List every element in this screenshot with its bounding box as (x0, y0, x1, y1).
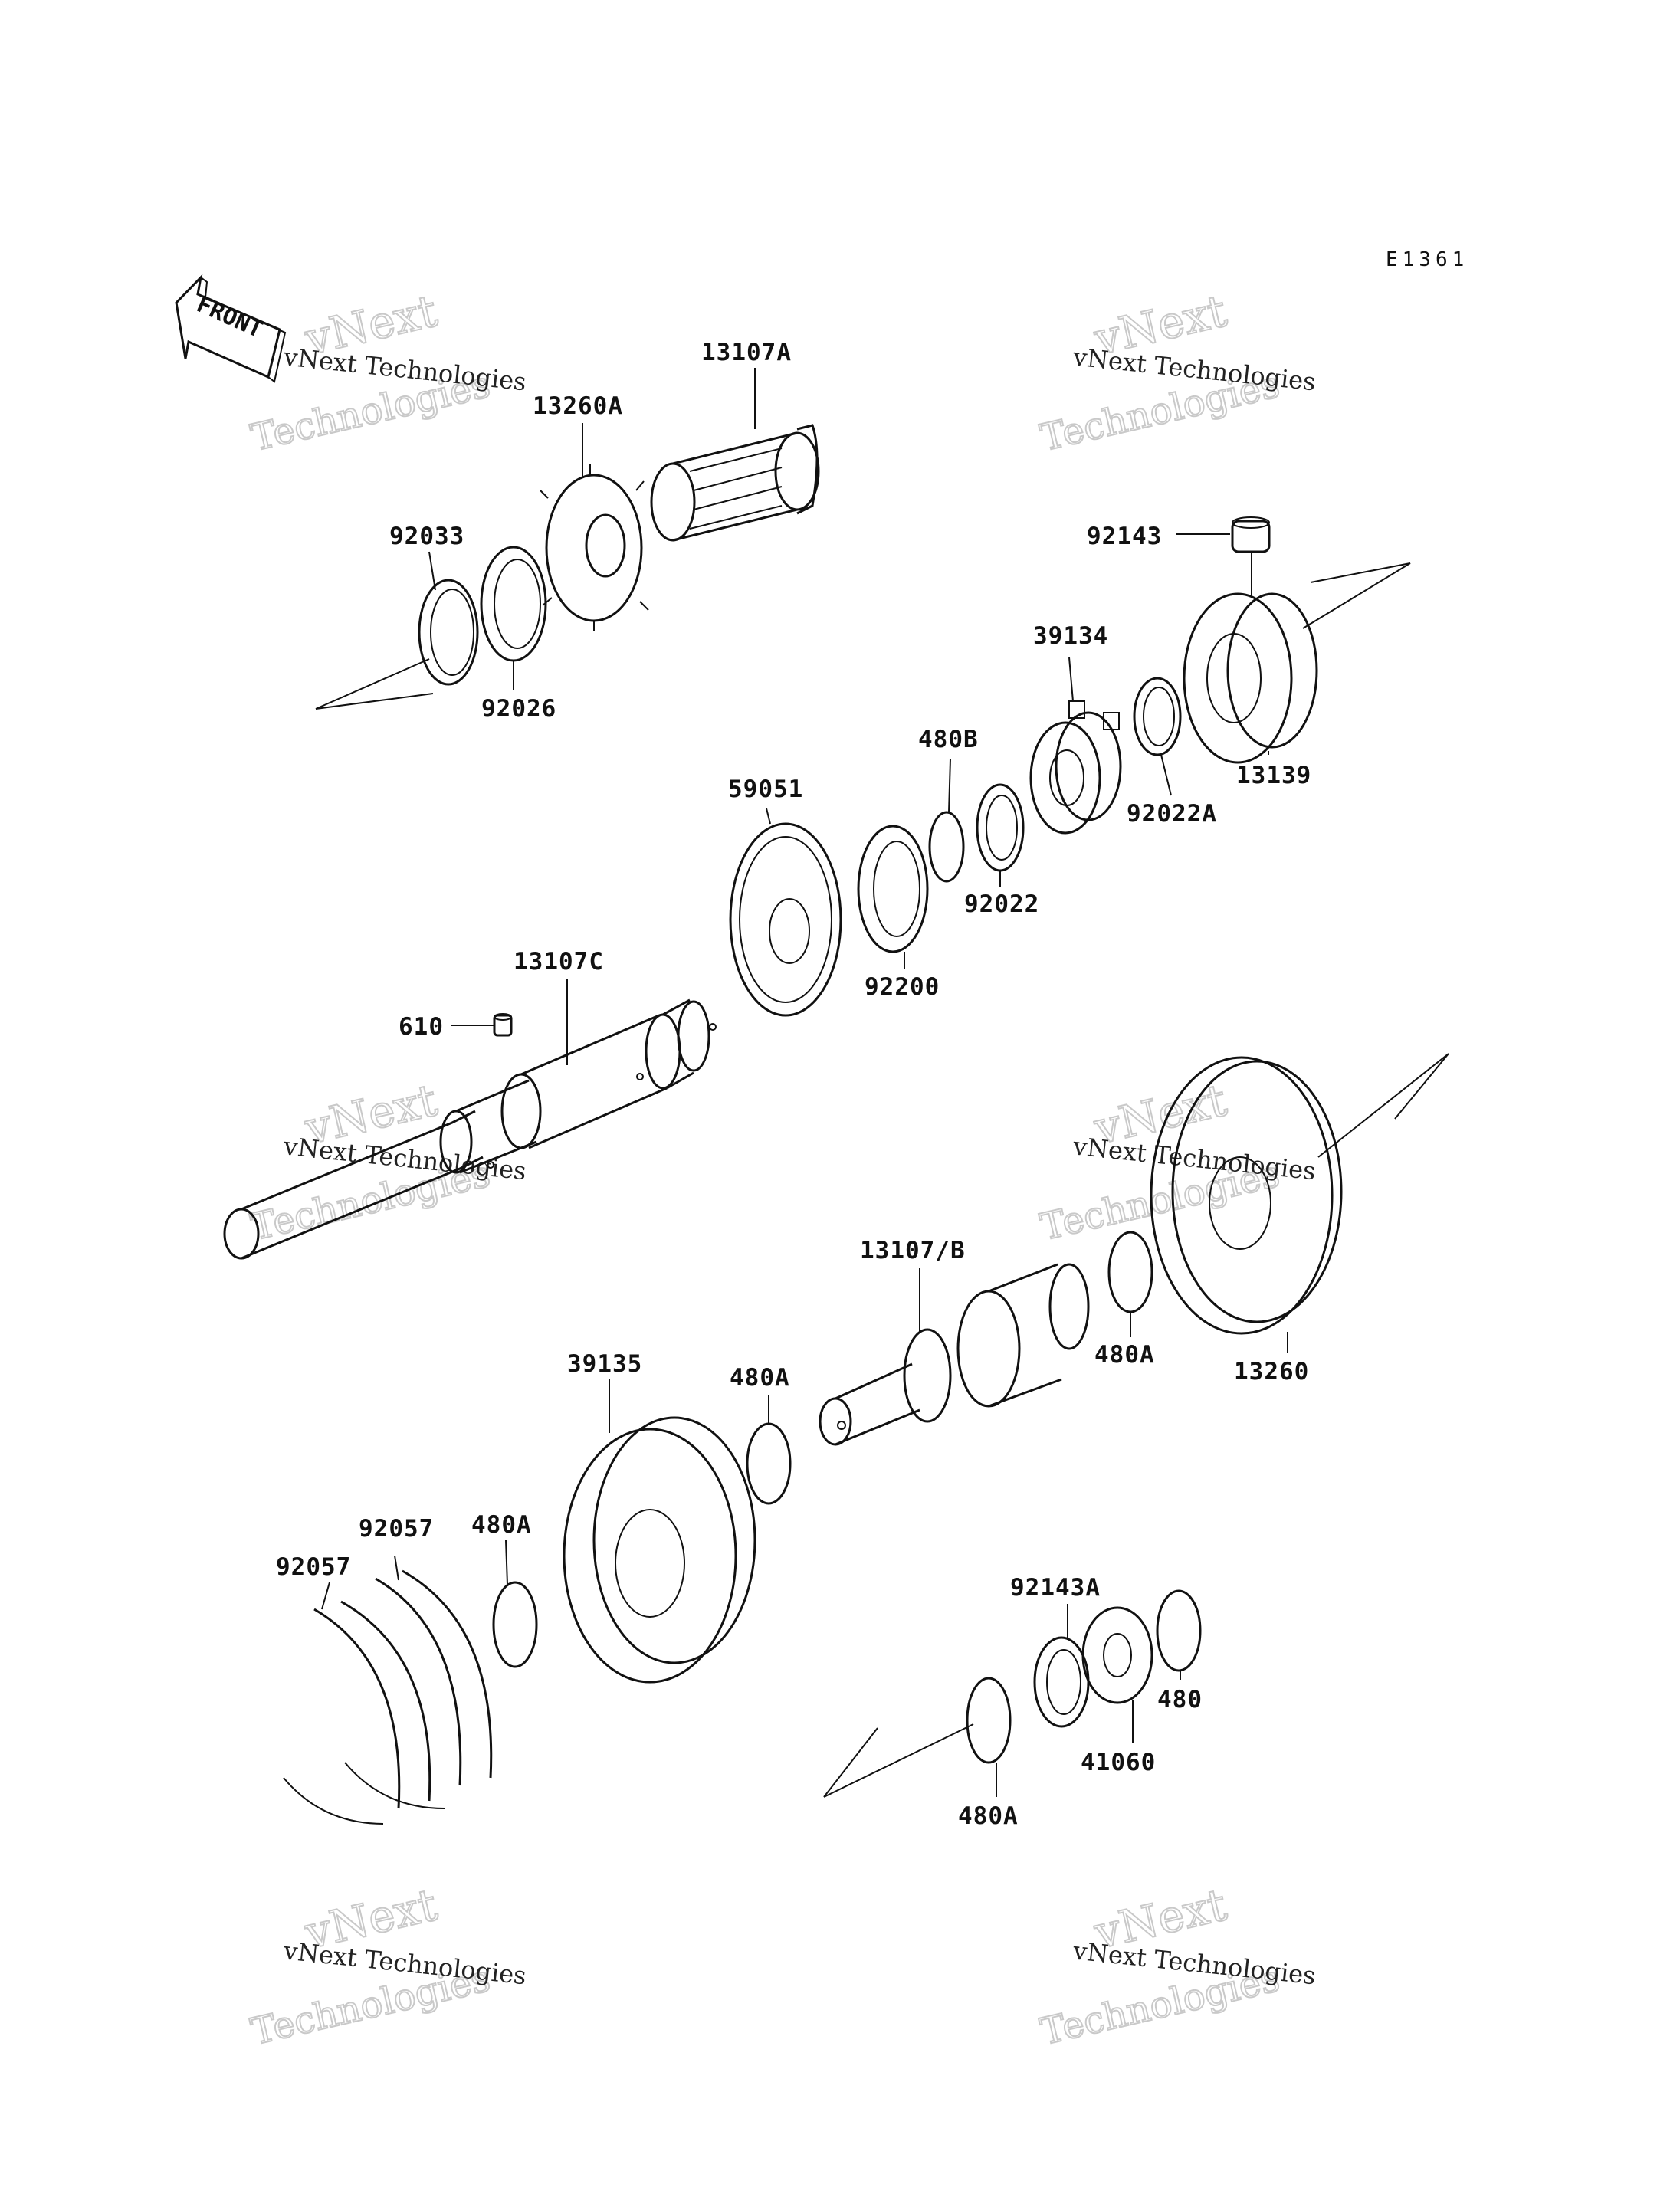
label-92143A: 92143A (1010, 1574, 1101, 1602)
label-480A-3: 480A (471, 1511, 532, 1539)
part-59051-gear (729, 822, 842, 1017)
front-label: FRONT (192, 291, 267, 344)
part-13107C-shaft (223, 998, 717, 1260)
watermark-bottom-right: vNext Technologies vNext Technologies (1035, 1877, 1317, 2054)
part-92057-chain-1 (283, 1600, 431, 1825)
watermark-top-right: vNext Technologies vNext Technologies (1035, 284, 1317, 461)
label-59051: 59051 (728, 776, 803, 803)
part-610-pin (493, 1013, 513, 1037)
part-92143A-collar (1033, 1636, 1090, 1728)
watermark-top-left: vNext Technologies vNext Technologies (246, 284, 527, 461)
label-92022: 92022 (964, 890, 1039, 918)
part-480A-circlip-2 (746, 1422, 792, 1505)
part-480A-circlip-1 (1107, 1231, 1153, 1313)
label-13107A: 13107A (701, 339, 792, 366)
part-480B-circlip (928, 811, 965, 883)
axis-lines (315, 562, 1449, 1798)
part-39135-gear (563, 1416, 756, 1684)
label-480A-4: 480A (958, 1802, 1019, 1830)
label-480A-2: 480A (730, 1364, 790, 1392)
part-13107B-shaft (819, 1263, 1090, 1446)
watermark-bottom-left: vNext Technologies vNext Technologies (246, 1877, 527, 2054)
part-41060-ring (1081, 1606, 1153, 1704)
label-13260: 13260 (1234, 1358, 1309, 1385)
part-39134-gear (1029, 700, 1122, 835)
part-92143-collar (1231, 516, 1271, 553)
part-480A-circlip-3 (492, 1581, 538, 1668)
part-480A-circlip-4 (966, 1677, 1012, 1764)
part-92200-washer (857, 825, 929, 953)
part-92057-chain-2 (344, 1569, 493, 1809)
label-92022A: 92022A (1127, 800, 1217, 828)
label-92026: 92026 (481, 695, 556, 723)
label-13107B: 13107/B (860, 1237, 966, 1264)
part-92022A-washer (1133, 677, 1182, 756)
label-480A-1: 480A (1094, 1341, 1155, 1369)
label-41060: 41060 (1081, 1749, 1156, 1776)
label-13139: 13139 (1236, 762, 1311, 789)
diagram-code: E1361 (1386, 248, 1468, 271)
part-92026-washer (480, 546, 547, 662)
label-92143: 92143 (1087, 523, 1162, 550)
part-13260A-gear (540, 464, 649, 631)
label-92033: 92033 (389, 523, 464, 550)
label-39135: 39135 (567, 1350, 642, 1378)
label-480B: 480B (918, 726, 979, 753)
label-92057-2: 92057 (276, 1553, 351, 1581)
label-13107C: 13107C (514, 948, 604, 976)
part-92022-washer (976, 783, 1025, 872)
label-480: 480 (1157, 1686, 1203, 1713)
part-13139-hub (1183, 592, 1318, 764)
label-13260A: 13260A (533, 392, 623, 420)
part-labels: 13107A 13260A 92033 92026 92143 39134 13… (276, 339, 1311, 1830)
label-610: 610 (399, 1013, 444, 1041)
leader-lines (321, 368, 1288, 1797)
part-13260-gear (1150, 1056, 1343, 1335)
front-arrow-icon: FRONT (175, 274, 287, 383)
label-39134: 39134 (1033, 622, 1108, 650)
part-480-circlip (1156, 1589, 1202, 1672)
label-92057-1: 92057 (359, 1515, 434, 1543)
part-13107A-sleeve (650, 424, 820, 542)
part-92033-circlip (418, 579, 479, 686)
label-92200: 92200 (865, 973, 940, 1001)
